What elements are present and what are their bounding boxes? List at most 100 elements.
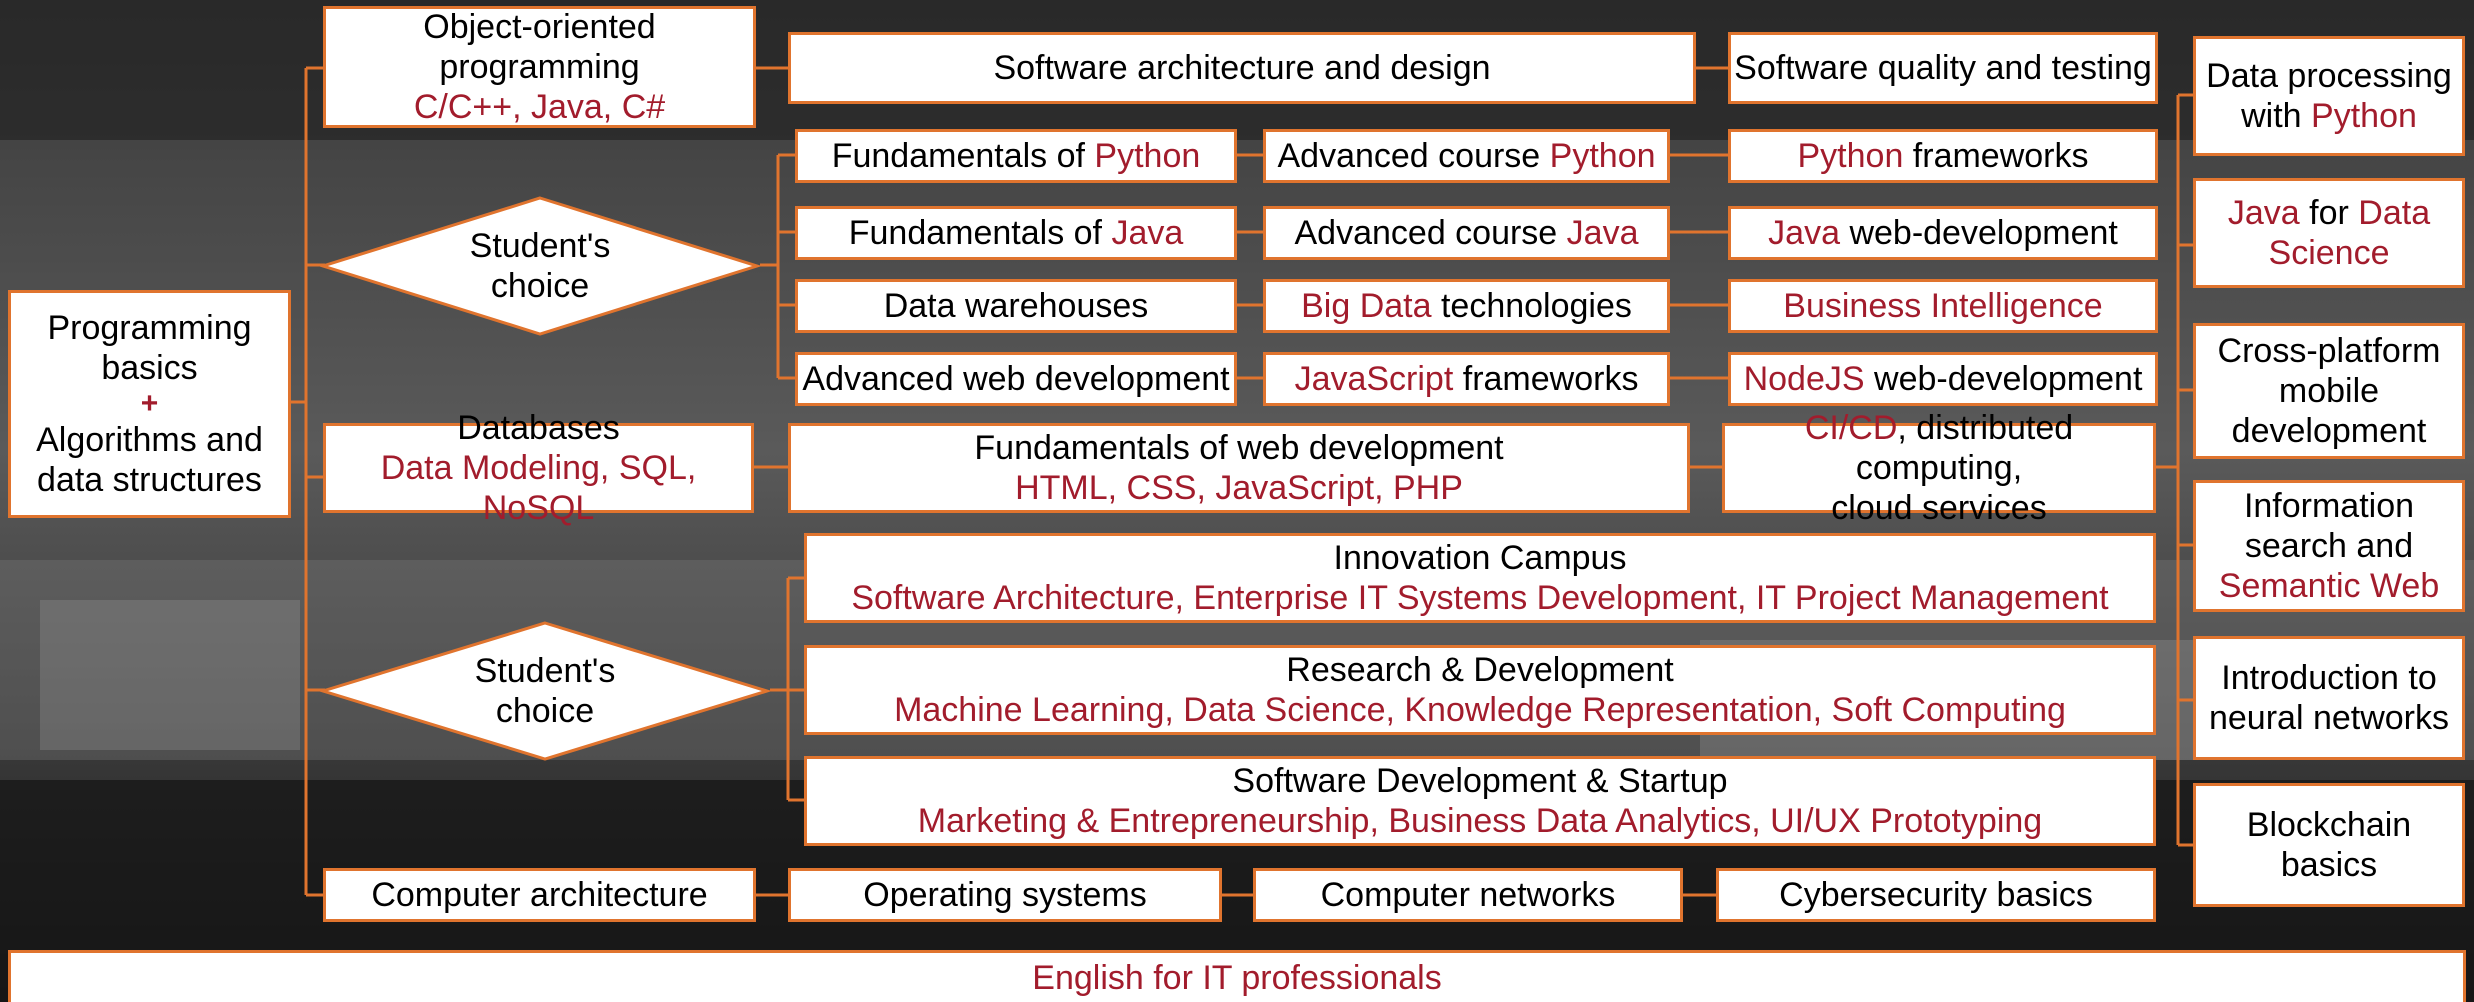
java-web-suffix: web-development bbox=[1840, 214, 2118, 252]
cicd-line2: cloud services bbox=[1831, 489, 2047, 527]
java-fundamentals-text: Fundamentals of Java bbox=[849, 213, 1184, 253]
python-frameworks-text: Python frameworks bbox=[1798, 136, 2089, 176]
jds-hl2: Data bbox=[2358, 194, 2431, 232]
python-fw-hl: Python bbox=[1797, 137, 1904, 175]
python-fw-suffix: frameworks bbox=[1903, 137, 2089, 175]
webdev-title: Fundamentals of web development bbox=[974, 429, 1504, 467]
oop-languages: C/C++, Java, C# bbox=[413, 88, 666, 126]
big-data-text: Big Data technologies bbox=[1301, 286, 1632, 326]
java-advanced-box: Advanced course Java bbox=[1263, 206, 1670, 260]
innovation-sub: Software Architecture, Enterprise IT Sys… bbox=[851, 579, 2109, 617]
mob-line3: development bbox=[2231, 412, 2427, 450]
python-fund-hl: Python bbox=[1094, 137, 1201, 175]
cicd-line1: CI/CD, distributed computing, bbox=[1725, 408, 2153, 488]
english-box: English for IT professionals bbox=[8, 950, 2466, 1002]
plus-sign: + bbox=[140, 387, 159, 420]
data-processing-python-box: Data processing with Python bbox=[2193, 36, 2465, 156]
python-frameworks-box: Python frameworks bbox=[1728, 129, 2158, 183]
jds-hl3: Science bbox=[2268, 234, 2390, 272]
jds-line1: Java for Data bbox=[2228, 193, 2430, 233]
oop-line1: Object-oriented bbox=[423, 8, 656, 46]
cicd-suffix: , distributed computing, bbox=[1855, 409, 2074, 487]
mob-line1: Cross-platform bbox=[2217, 332, 2441, 370]
java-fund-hl: Java bbox=[1111, 214, 1184, 252]
webdev-sub: HTML, CSS, JavaScript, PHP bbox=[1015, 469, 1463, 507]
sqt-label: Software quality and testing bbox=[1734, 49, 2152, 87]
big-data-hl: Big Data bbox=[1301, 287, 1432, 325]
startup-title: Software Development & Startup bbox=[1232, 762, 1728, 800]
web-fundamentals-box: Fundamentals of web development HTML, CS… bbox=[788, 423, 1690, 513]
startup-box: Software Development & Startup Marketing… bbox=[804, 756, 2156, 846]
foundation-line2: basics bbox=[101, 349, 198, 387]
python-adv-prefix: Advanced course bbox=[1277, 137, 1550, 175]
student-choice-text-2: Student's choice bbox=[320, 620, 770, 762]
rnd-title: Research & Development bbox=[1286, 651, 1674, 689]
innovation-campus-box: Innovation Campus Software Architecture,… bbox=[804, 533, 2156, 623]
foundation-line4: data structures bbox=[37, 461, 262, 499]
java-advanced-text: Advanced course Java bbox=[1295, 213, 1639, 253]
sem-line1: Information bbox=[2243, 487, 2415, 525]
java-fund-prefix: Fundamentals of bbox=[848, 214, 1112, 252]
java-adv-prefix: Advanced course bbox=[1294, 214, 1567, 252]
computer-architecture-box: Computer architecture bbox=[323, 868, 756, 922]
nodejs-text: NodeJS web-development bbox=[1744, 359, 2143, 399]
rnd-sub: Machine Learning, Data Science, Knowledg… bbox=[894, 691, 2066, 729]
operating-systems-box: Operating systems bbox=[788, 868, 1222, 922]
java-adv-hl: Java bbox=[1566, 214, 1639, 252]
js-frameworks-box: JavaScript frameworks bbox=[1263, 352, 1670, 406]
python-advanced-box: Advanced course Python bbox=[1263, 129, 1670, 183]
foundation-line3: Algorithms and bbox=[36, 421, 263, 459]
jds-mid: for bbox=[2299, 194, 2359, 232]
software-quality-box: Software quality and testing bbox=[1728, 32, 2158, 104]
computer-networks-box: Computer networks bbox=[1253, 868, 1683, 922]
foundation-line1: Programming bbox=[47, 309, 252, 347]
student-choice-text-1: Student's choice bbox=[320, 195, 760, 337]
blockchain-box: Blockchain basics bbox=[2193, 783, 2465, 907]
advanced-web-label: Advanced web development bbox=[802, 360, 1230, 398]
data-warehouses-label: Data warehouses bbox=[883, 287, 1149, 325]
java-fundamentals-box: Fundamentals of Java bbox=[795, 206, 1237, 260]
python-fundamentals-text: Fundamentals of Python bbox=[832, 136, 1201, 176]
mob-line2: mobile bbox=[2278, 372, 2380, 410]
databases-sub: Data Modeling, SQL, NoSQL bbox=[380, 449, 697, 527]
big-data-box: Big Data technologies bbox=[1263, 279, 1670, 333]
sec-label: Cybersecurity basics bbox=[1779, 876, 2093, 914]
dp-line1: Data processing bbox=[2206, 57, 2452, 95]
java-web-box: Java web-development bbox=[1728, 206, 2158, 260]
research-development-box: Research & Development Machine Learning,… bbox=[804, 645, 2156, 735]
oop-box: Object-oriented programming C/C++, Java,… bbox=[323, 6, 756, 128]
python-fund-prefix: Fundamentals of bbox=[831, 137, 1095, 175]
innovation-title: Innovation Campus bbox=[1333, 539, 1627, 577]
choice2-line1: Student's bbox=[474, 652, 616, 690]
jds-hl1: Java bbox=[2227, 194, 2300, 232]
sem-hl: Semantic Web bbox=[2218, 567, 2440, 605]
os-label: Operating systems bbox=[863, 876, 1147, 914]
dp-hl: Python bbox=[2311, 97, 2417, 135]
sem-line2: search and bbox=[2244, 527, 2414, 565]
sad-label: Software architecture and design bbox=[993, 49, 1491, 87]
big-data-suffix: technologies bbox=[1431, 287, 1632, 325]
databases-title: Databases bbox=[457, 409, 620, 447]
node-hl: NodeJS bbox=[1743, 360, 1865, 398]
java-data-science-box: Java for Data Science bbox=[2193, 178, 2465, 288]
python-fundamentals-box: Fundamentals of Python bbox=[795, 129, 1237, 183]
student-choice-diamond-1 bbox=[320, 196, 760, 336]
student-choice-diamond-2 bbox=[320, 621, 770, 761]
bc-label: Blockchain basics bbox=[2246, 806, 2412, 884]
dp-line2-prefix: with bbox=[2241, 97, 2312, 135]
java-web-hl: Java bbox=[1768, 214, 1840, 252]
english-label: English for IT professionals bbox=[1032, 958, 1442, 997]
nodejs-box: NodeJS web-development bbox=[1728, 352, 2158, 406]
oop-line2: programming bbox=[439, 48, 640, 86]
python-advanced-text: Advanced course Python bbox=[1277, 136, 1655, 176]
python-adv-hl: Python bbox=[1549, 137, 1656, 175]
business-intelligence-box: Business Intelligence bbox=[1728, 279, 2158, 333]
cross-platform-mobile-box: Cross-platform mobile development bbox=[2193, 323, 2465, 459]
node-suffix: web-development bbox=[1864, 360, 2143, 398]
programming-basics-box: Programming basics + Algorithms and data… bbox=[8, 290, 291, 518]
cicd-hl: CI/CD bbox=[1804, 409, 1898, 447]
nn-line1: Introduction to bbox=[2221, 659, 2437, 697]
cicd-box: CI/CD, distributed computing, cloud serv… bbox=[1722, 409, 2156, 527]
databases-box: Databases Data Modeling, SQL, NoSQL bbox=[323, 409, 754, 527]
